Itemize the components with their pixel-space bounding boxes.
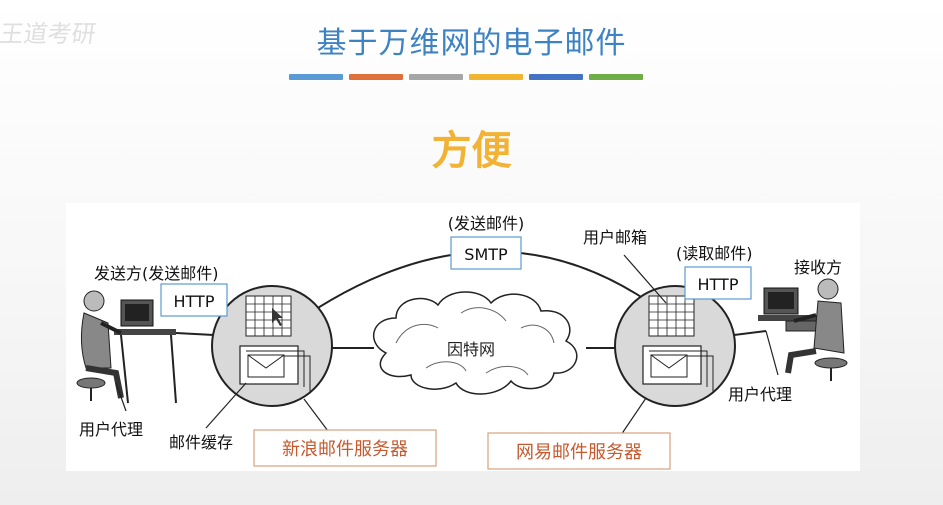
sender-to-sina-line [175, 332, 215, 336]
netease-server-icon [614, 285, 736, 407]
receiver-http-label: HTTP [698, 275, 739, 294]
sender-agent-pointer [115, 382, 127, 412]
netease-label-pointer [620, 397, 647, 436]
sender-http-box [160, 283, 228, 317]
mail-cache-pointer [205, 382, 247, 429]
netease-envelope-icon [642, 345, 714, 392]
receiver-note: (读取邮件) [676, 244, 753, 263]
color-bar-6 [589, 74, 643, 80]
sina-server-label-box [253, 429, 437, 467]
mail-cache-label: 邮件缓存 [169, 433, 233, 452]
color-bar-3 [409, 74, 463, 80]
netease-server-label: 网易邮件服务器 [516, 442, 642, 463]
receiver-caption: 接收方 [794, 258, 842, 277]
email-diagram: 因特网 [66, 203, 860, 471]
sender-caption: 发送方(发送邮件) [94, 264, 219, 283]
sina-server-icon [211, 285, 333, 407]
mailbox-pointer [623, 254, 667, 304]
cursor-icon [272, 308, 283, 326]
color-bar-2 [349, 74, 403, 80]
slide-subtitle: 方便 [431, 128, 512, 174]
color-bar-4 [469, 74, 523, 80]
netease-to-receiver-line [733, 330, 767, 336]
sina-mailbox-grid-icon [245, 295, 292, 337]
smtp-box [450, 236, 522, 270]
smtp-label: SMTP [464, 245, 508, 264]
mailbox-label: 用户邮箱 [583, 228, 647, 247]
sina-mail-cache-envelope-icon [239, 345, 311, 392]
internet-label: 因特网 [447, 340, 495, 359]
sender-agent-label: 用户代理 [79, 420, 143, 439]
sender-user-at-computer-icon [76, 290, 177, 404]
netease-server-label-box [487, 432, 671, 470]
color-bar-5 [529, 74, 583, 80]
sina-server-label: 新浪邮件服务器 [282, 439, 408, 460]
netease-mailbox-grid-icon [648, 295, 695, 337]
color-bar-1 [289, 74, 343, 80]
receiver-agent-label: 用户代理 [728, 385, 792, 404]
sender-http-label: HTTP [174, 292, 215, 311]
receiver-user-at-computer-icon [758, 278, 848, 381]
slide-title: 基于万维网的电子邮件 [316, 26, 627, 61]
receiver-agent-pointer [765, 330, 779, 376]
diagram-svg: 因特网 [76, 214, 848, 470]
sina-label-pointer [303, 398, 329, 432]
internet-cloud [372, 291, 578, 395]
smtp-note: (发送邮件) [448, 214, 525, 233]
receiver-http-box [684, 266, 752, 300]
